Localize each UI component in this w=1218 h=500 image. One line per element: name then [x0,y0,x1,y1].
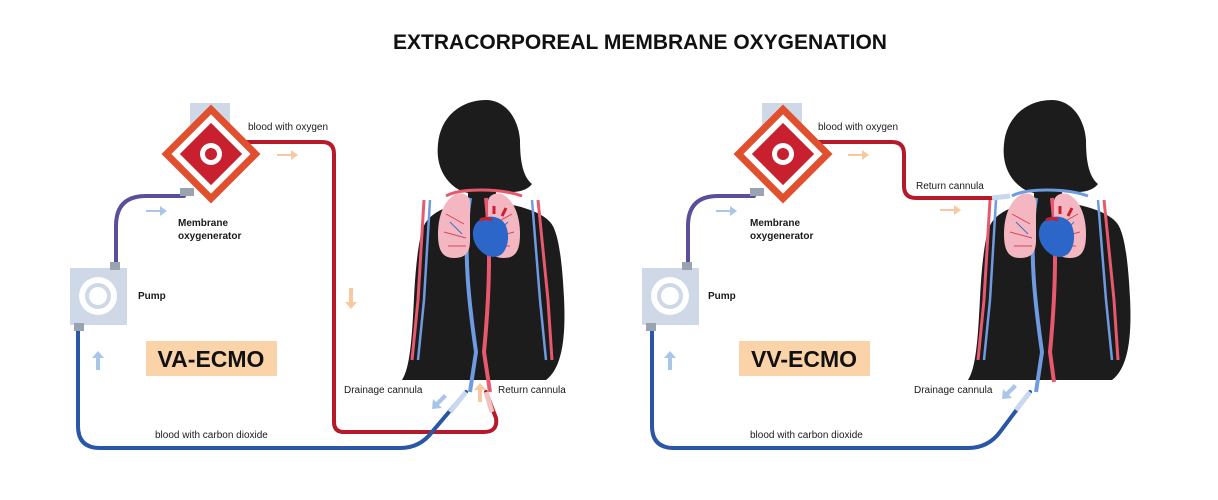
label-pump: Pump [138,291,166,302]
drainage-cannula [448,390,468,414]
label-blood-with-co2: blood with carbon dioxide [750,430,863,441]
page-title: EXTRACORPOREAL MEMBRANE OXYGENATION [393,31,887,54]
label-drainage-cannula: Drainage cannula [344,385,423,396]
return-cannula [483,391,495,413]
return-cannula [991,193,1011,201]
panel-vv-ecmo: blood with oxygen Membrane oxygenerator … [642,100,1131,450]
oxygenated-tube [812,140,994,200]
mode-badge [739,341,870,376]
label-pump: Pump [708,291,736,302]
label-blood-with-co2: blood with carbon dioxide [155,430,268,441]
mode-badge-label: VA-ECMO [158,346,265,372]
jugular-vein [1011,188,1089,198]
vein-right-arm [530,199,548,361]
pump-icon [642,262,699,331]
flow-arrow-icon [92,150,486,409]
membrane-oxygenator-icon [733,103,833,204]
label-membrane-line2: oxygenerator [178,231,241,242]
drainage-cannula [1014,390,1032,412]
label-drainage-cannula: Drainage cannula [914,385,993,396]
artery-left-arm [976,199,992,361]
mode-badge-label: VV-ECMO [751,346,857,372]
oxygenated-tube [242,140,499,434]
pump-tube [114,194,186,266]
artery-right-arm [1102,199,1120,361]
vein-left-arm [416,199,432,361]
pump-tube [686,194,756,266]
subclavian-artery [445,188,523,198]
pump-icon [70,262,127,331]
artery-left-arm [410,199,426,361]
vein-left-arm [982,199,998,361]
flow-arrow-icon [664,150,1017,399]
artery-right-arm [536,199,554,361]
vein-right-arm [1096,199,1114,361]
label-return-cannula: Return cannula [498,385,566,396]
membrane-oxygenator-icon [161,103,261,204]
label-blood-with-oxygen: blood with oxygen [248,122,328,133]
label-membrane-line1: Membrane [750,218,800,229]
label-return-cannula: Return cannula [916,181,984,192]
deoxygenated-tube [76,326,468,450]
label-membrane-line2: oxygenerator [750,231,813,242]
deoxygenated-tube [650,326,1032,450]
mode-badge [146,341,277,376]
label-membrane-line1: Membrane [178,218,228,229]
label-blood-with-oxygen: blood with oxygen [818,122,898,133]
panel-va-ecmo: blood with oxygen Membrane oxygenerator … [70,100,566,450]
